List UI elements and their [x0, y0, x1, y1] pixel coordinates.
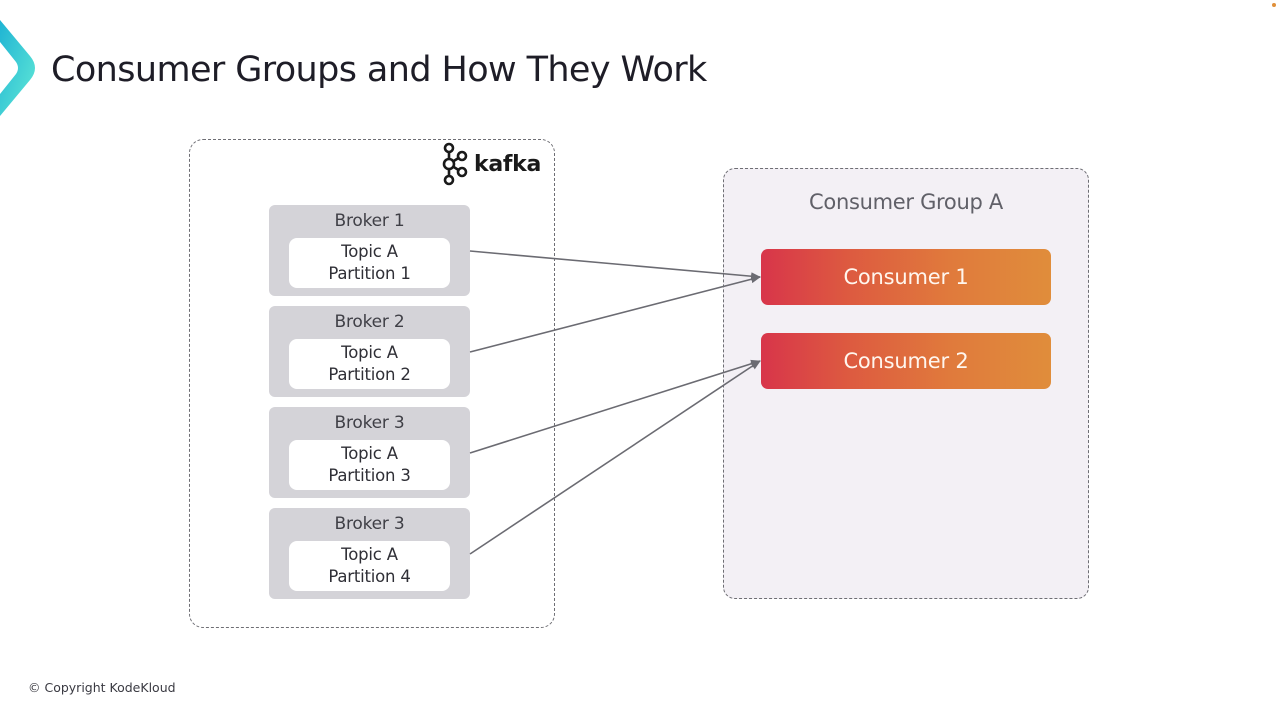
- broker-box: Broker 1 Topic A Partition 1: [269, 205, 470, 296]
- consumer-group-title: Consumer Group A: [809, 190, 1003, 214]
- copyright-footer: © Copyright KodeKloud: [28, 680, 176, 695]
- partition-box: Topic A Partition 4: [289, 541, 450, 591]
- corner-dot: [1272, 3, 1276, 7]
- topic-label: Topic A: [341, 242, 398, 261]
- partition-box: Topic A Partition 3: [289, 440, 450, 490]
- consumer-box: Consumer 2: [761, 333, 1051, 389]
- broker-label: Broker 2: [334, 312, 405, 332]
- broker-label: Broker 3: [334, 514, 405, 534]
- topic-label: Topic A: [341, 444, 398, 463]
- topic-label: Topic A: [341, 545, 398, 564]
- kafka-wordmark: kafka: [474, 151, 542, 177]
- broker-box: Broker 3 Topic A Partition 3: [269, 407, 470, 498]
- broker-box: Broker 3 Topic A Partition 4: [269, 508, 470, 599]
- kafka-icon: [442, 142, 468, 186]
- partition-box: Topic A Partition 1: [289, 238, 450, 288]
- partition-label: Partition 4: [328, 567, 411, 586]
- broker-label: Broker 3: [334, 413, 405, 433]
- kafka-logo: kafka: [441, 142, 541, 186]
- consumer-box: Consumer 1: [761, 249, 1051, 305]
- partition-box: Topic A Partition 2: [289, 339, 450, 389]
- topic-label: Topic A: [341, 343, 398, 362]
- broker-label: Broker 1: [334, 211, 405, 231]
- partition-label: Partition 3: [328, 466, 411, 485]
- partition-label: Partition 2: [328, 365, 411, 384]
- slide-title: Consumer Groups and How They Work: [51, 50, 707, 90]
- brand-chevron-icon: [0, 20, 35, 116]
- partition-label: Partition 1: [328, 264, 411, 283]
- broker-box: Broker 2 Topic A Partition 2: [269, 306, 470, 397]
